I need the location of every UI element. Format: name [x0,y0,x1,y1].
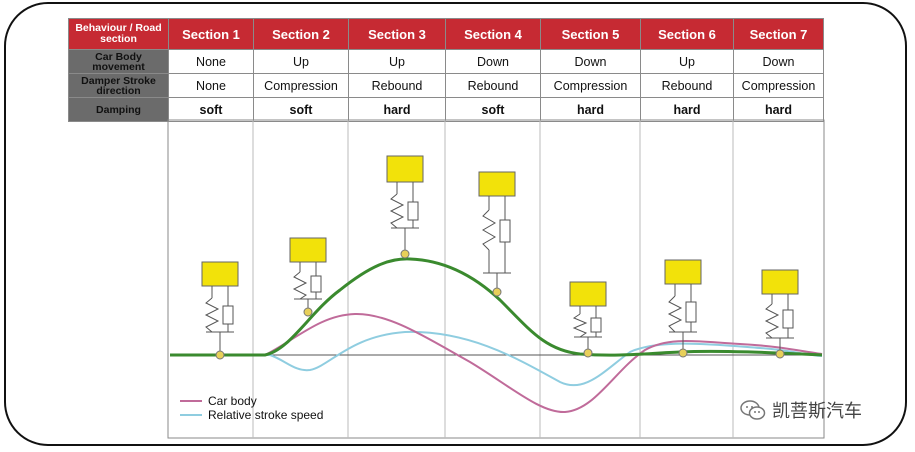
rounded-frame [4,2,907,446]
quarter-car-section-1 [201,261,239,360]
car-body-curve [170,312,823,414]
section-header-4: Section 4 [445,18,541,50]
legend-item-stroke-speed: Relative stroke speed [180,408,323,422]
section-header-5: Section 5 [540,18,641,50]
legend-swatch-stroke-speed [180,414,202,416]
legend: Car body Relative stroke speed [180,394,323,422]
table-cell: Compression [253,73,349,98]
legend-swatch-car-body [180,400,202,402]
damping-cell: hard [640,97,734,122]
section-header-7: Section 7 [733,18,824,50]
damping-cell: hard [540,97,641,122]
section-header-1: Section 1 [168,18,254,50]
damping-table: Behaviour / Road section Section 1 Secti… [68,18,824,122]
damping-row: Damping soft soft hard soft hard hard ha… [68,97,824,122]
car-body-movement-row: Car Body movement None Up Up Down Down U… [68,49,824,74]
legend-item-car-body: Car body [180,394,323,408]
quarter-car-section-6 [664,259,702,358]
section-header-3: Section 3 [348,18,446,50]
table-cell: Rebound [640,73,734,98]
table-cell: Up [253,49,349,74]
table-cell: Compression [733,73,824,98]
damping-cell: soft [168,97,254,122]
row-header-damping: Damping [68,97,169,122]
quarter-car-section-4 [478,171,516,297]
wechat-icon [740,399,766,421]
damping-cell: hard [348,97,446,122]
section-dividers [252,120,734,438]
quarter-car-section-7 [761,269,799,359]
table-cell: Down [540,49,641,74]
legend-label-car-body: Car body [208,394,257,408]
table-header-row: Behaviour / Road section Section 1 Secti… [68,18,824,50]
damper-stroke-row: Damper Stroke direction None Compression… [68,73,824,98]
table-cell: None [168,73,254,98]
table-cell: Up [640,49,734,74]
table-cell: Rebound [445,73,541,98]
table-cell: Up [348,49,446,74]
section-header-6: Section 6 [640,18,734,50]
legend-label-stroke-speed: Relative stroke speed [208,408,324,422]
table-cell: Compression [540,73,641,98]
quarter-car-section-5 [569,281,607,358]
row-header-damper-stroke: Damper Stroke direction [68,73,169,98]
section-header-2: Section 2 [253,18,349,50]
quarter-car-section-3 [386,155,424,259]
table-cell: None [168,49,254,74]
stroke-speed-curve [170,330,823,387]
diagram-border [167,119,825,439]
watermark: 凯菩斯汽车 [740,397,862,423]
damping-cell: soft [445,97,541,122]
quarter-car-section-2 [289,237,327,317]
watermark-text: 凯菩斯汽车 [772,401,862,421]
row-header-car-body: Car Body movement [68,49,169,74]
damping-cell: hard [733,97,824,122]
